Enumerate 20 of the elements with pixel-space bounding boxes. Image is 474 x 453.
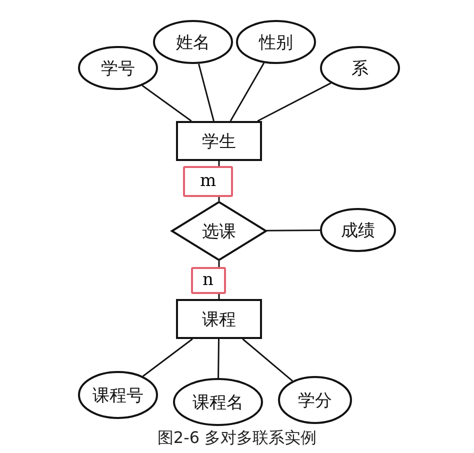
attribute-ellipse: 课程名 [173, 378, 263, 426]
attribute-ellipse: 性别 [236, 20, 316, 64]
connector-line [266, 230, 320, 232]
connector-line [230, 62, 265, 122]
connector-line [218, 338, 220, 378]
connector-line [142, 338, 193, 377]
relationship-diamond: 选课 [171, 201, 267, 261]
attribute-ellipse: 学分 [278, 376, 352, 424]
connector-line [257, 82, 332, 122]
attribute-ellipse: 姓名 [153, 20, 233, 64]
connector-line [198, 64, 214, 122]
entity-box: 学生 [176, 121, 262, 161]
attribute-ellipse: 系 [320, 46, 400, 90]
attribute-ellipse: 学号 [78, 46, 158, 90]
connector-line [142, 84, 192, 122]
figure-caption: 图2-6 多对多联系实例 [156, 428, 318, 449]
attribute-ellipse: 成绩 [320, 208, 396, 252]
attribute-ellipse: 课程号 [78, 371, 158, 419]
connector-line [242, 338, 293, 382]
entity-box: 课程 [176, 299, 262, 339]
